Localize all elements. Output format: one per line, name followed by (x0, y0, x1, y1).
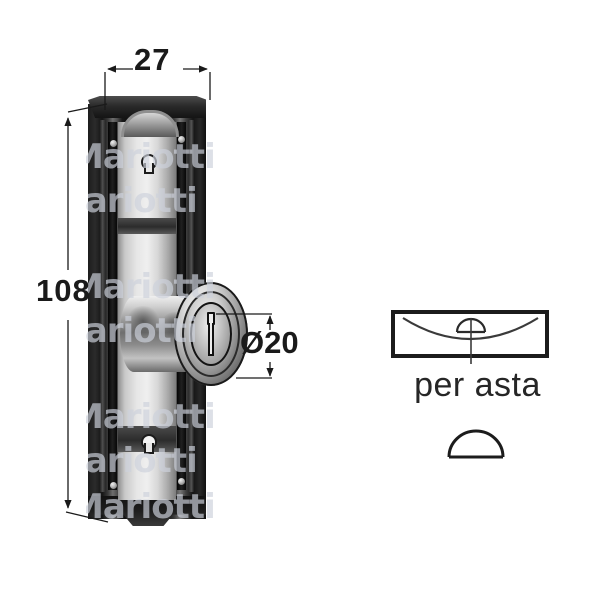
dimension-label-height: 108 (36, 273, 91, 308)
screw-top-right (178, 136, 185, 143)
variant-caption: per asta (414, 366, 541, 404)
plate-keyslot-lower (139, 434, 157, 454)
cylinder-shading-a (126, 306, 160, 336)
semicircle-asta-symbol (447, 429, 505, 459)
lock-body-bottom-bevel (88, 496, 206, 526)
guide-slot-left (108, 122, 117, 490)
plate-shadow-band-upper (118, 218, 176, 234)
keyway-slot (205, 312, 217, 356)
lock-body-top-bevel (88, 96, 206, 118)
screw-top-left (110, 140, 117, 147)
lock-product-photo (88, 96, 248, 526)
rod-section-box (391, 310, 549, 358)
side-rib-left (100, 120, 105, 492)
key-cylinder (120, 282, 248, 388)
screw-bottom-left (110, 482, 117, 489)
dimension-label-width: 27 (134, 42, 171, 77)
keyslot-tail-lower (144, 443, 154, 454)
dimension-label-diameter: Ø20 (240, 325, 299, 360)
screw-bottom-right (178, 478, 185, 485)
plate-keyslot-upper (139, 154, 157, 174)
keyway-stem (208, 323, 214, 356)
keyslot-tail-upper (144, 163, 154, 174)
